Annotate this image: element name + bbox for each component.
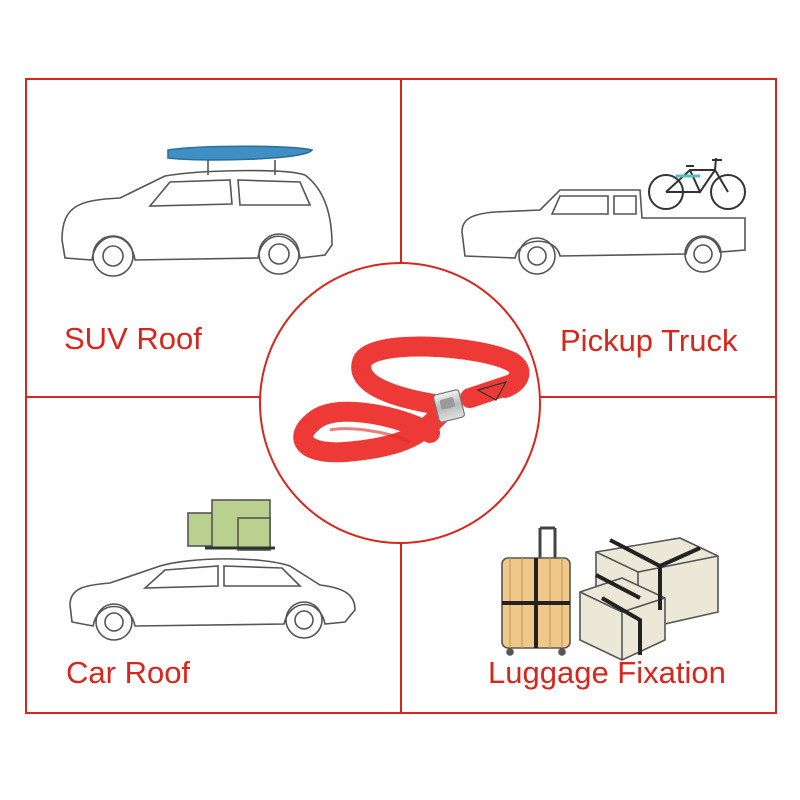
sedan-with-boxes-icon	[69, 499, 356, 641]
pickup-truck-with-bicycle-icon	[461, 157, 746, 275]
center-product-circle	[259, 262, 541, 544]
red-cam-buckle-strap-icon	[293, 336, 530, 463]
strapped-luggage-icon	[501, 526, 719, 661]
suv-roof-label: SUV Roof	[64, 321, 202, 356]
luggage-fixation-label: Luggage Fixation	[488, 655, 726, 690]
car-roof-label: Car Roof	[66, 655, 191, 690]
suv-with-surfboard-icon	[61, 145, 333, 277]
pickup-truck-label: Pickup Truck	[560, 323, 738, 358]
panel-frame	[25, 78, 777, 714]
